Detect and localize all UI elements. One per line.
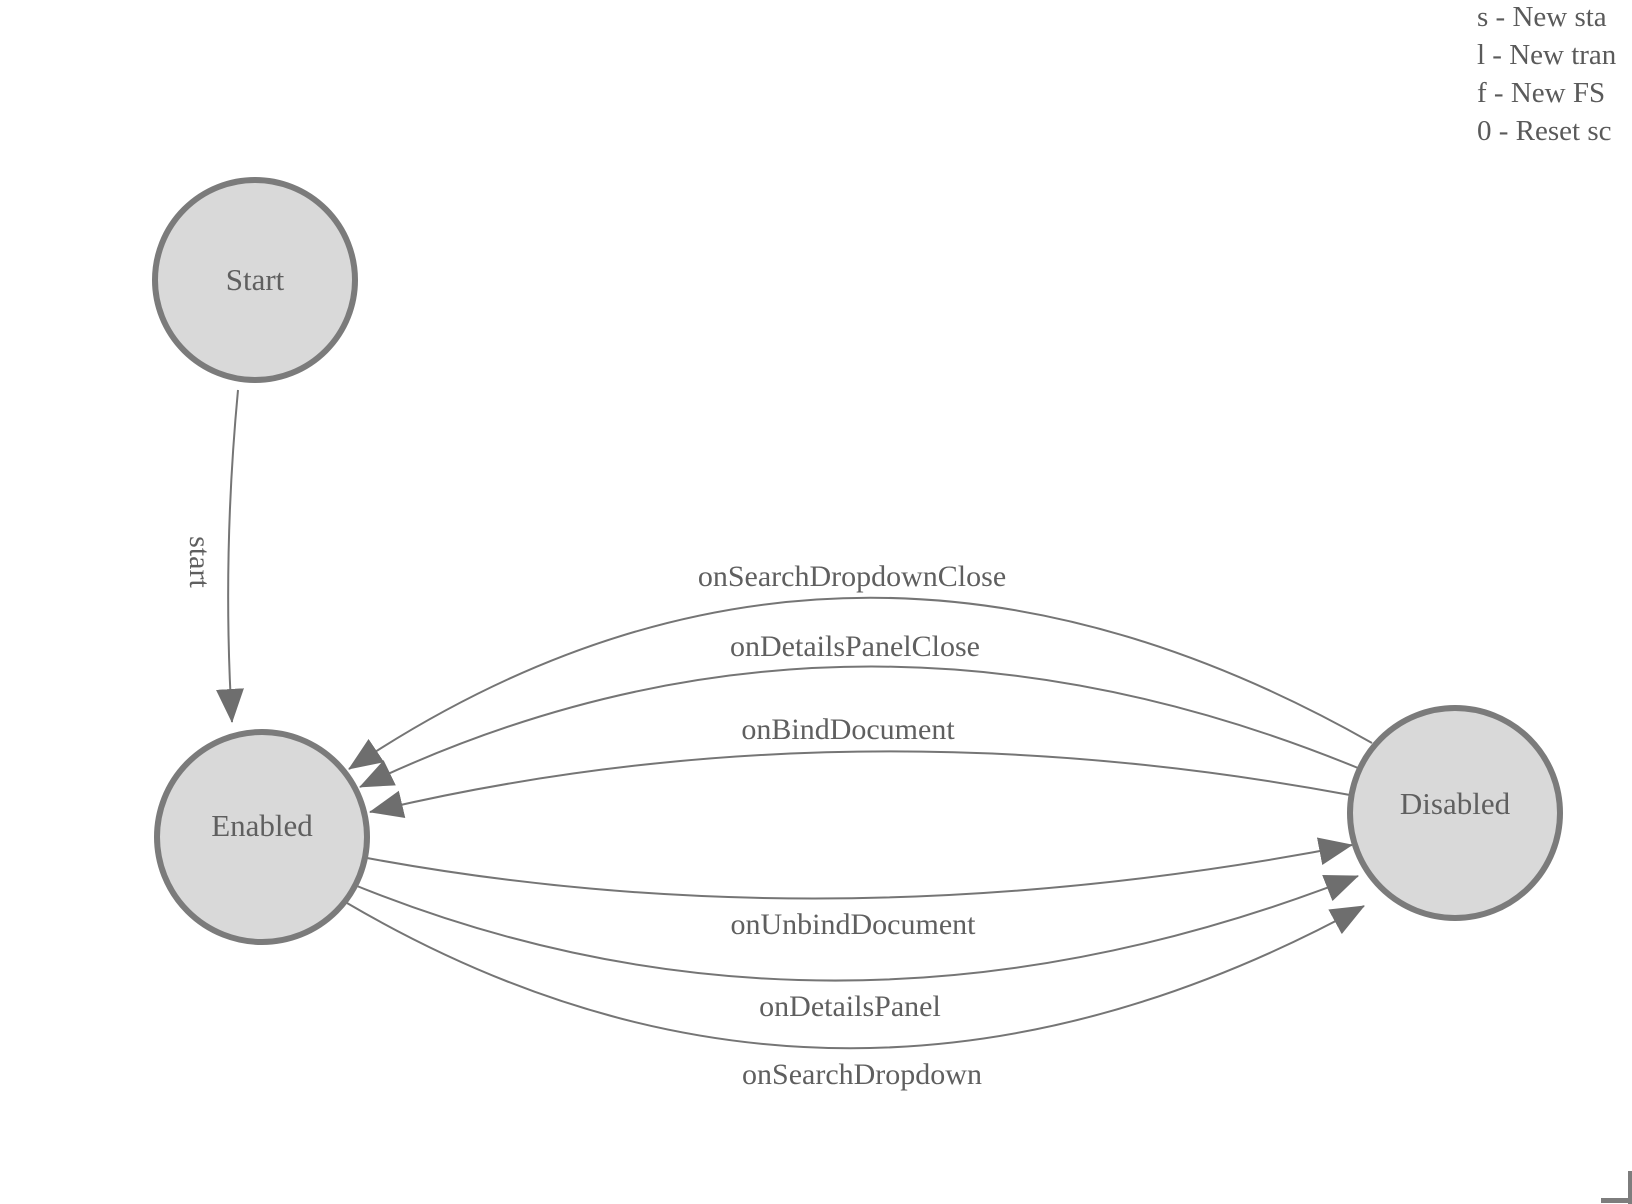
- shortcut-legend: s - New sta l - New tran f - New FS 0 - …: [1477, 1, 1617, 147]
- state-node-enabled-circle[interactable]: [154, 729, 370, 945]
- state-node-start-circle[interactable]: [152, 177, 358, 383]
- corner-horizontal-bar: [1601, 1198, 1632, 1203]
- edge-onUnbindDocument[interactable]: onUnbindDocument: [366, 837, 1353, 941]
- state-node-disabled-label: Disabled: [1400, 786, 1511, 821]
- edge-onUnbindDocument-line[interactable]: [366, 837, 1353, 900]
- edge-start-line[interactable]: [215, 389, 244, 723]
- edge-onSearchDropdownClose[interactable]: onSearchDropdownClose: [348, 560, 1373, 770]
- edge-onDetailsPanel-label: onDetailsPanel: [759, 990, 941, 1023]
- clipped-panel-corner: [1601, 1171, 1632, 1204]
- edge-onSearchDropdown-line[interactable]: [346, 902, 1365, 1050]
- corner-vertical-bar: [1628, 1171, 1632, 1204]
- edge-onSearchDropdownClose-line[interactable]: [348, 596, 1373, 770]
- state-node-start-label: Start: [226, 262, 285, 297]
- edge-onDetailsPanel[interactable]: onDetailsPanel: [356, 875, 1359, 1023]
- state-node-start[interactable]: Start: [152, 177, 358, 383]
- edge-onDetailsPanelClose-line[interactable]: [359, 665, 1359, 788]
- edge-start-label: start: [183, 536, 216, 588]
- edge-onBindDocument-label: onBindDocument: [741, 713, 955, 746]
- edge-onDetailsPanelClose-label: onDetailsPanelClose: [730, 630, 980, 663]
- state-node-disabled[interactable]: Disabled: [1347, 705, 1563, 921]
- legend-line-new-fsm: f - New FS: [1477, 77, 1605, 109]
- edge-onUnbindDocument-label: onUnbindDocument: [731, 908, 977, 941]
- state-node-disabled-circle[interactable]: [1347, 705, 1563, 921]
- edge-onDetailsPanel-line[interactable]: [356, 875, 1359, 982]
- edge-start[interactable]: start: [183, 389, 244, 723]
- edge-onBindDocument-line[interactable]: [369, 750, 1351, 818]
- legend-line-new-transition: l - New tran: [1477, 39, 1617, 71]
- edge-onSearchDropdown[interactable]: onSearchDropdown: [346, 902, 1365, 1091]
- legend-line-new-state: s - New sta: [1477, 1, 1607, 33]
- edge-onDetailsPanelClose[interactable]: onDetailsPanelClose: [359, 630, 1359, 788]
- edge-onBindDocument[interactable]: onBindDocument: [369, 713, 1351, 818]
- legend-line-reset: 0 - Reset sc: [1477, 115, 1612, 147]
- state-node-enabled-label: Enabled: [211, 808, 313, 843]
- edge-onSearchDropdownClose-label: onSearchDropdownClose: [698, 560, 1006, 593]
- edge-onSearchDropdown-label: onSearchDropdown: [742, 1058, 982, 1091]
- state-node-enabled[interactable]: Enabled: [154, 729, 370, 945]
